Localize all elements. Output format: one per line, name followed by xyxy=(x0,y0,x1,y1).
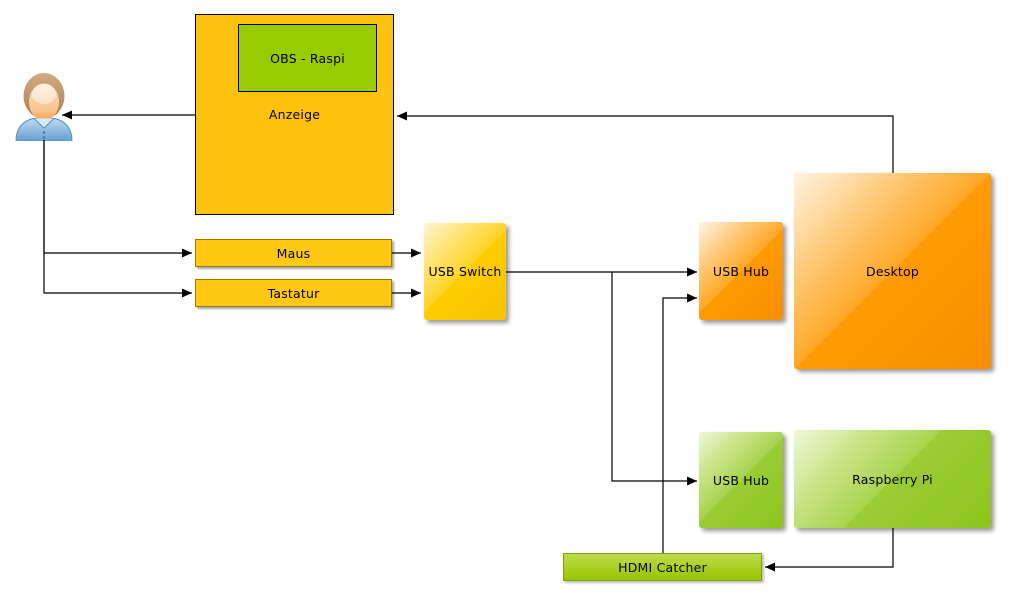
node-obs-raspi-label: OBS - Raspi xyxy=(270,50,345,66)
node-usb-hub-desktop: USB Hub xyxy=(699,222,783,320)
node-obs-raspi: OBS - Raspi xyxy=(238,24,377,92)
node-tastatur-label: Tastatur xyxy=(267,285,320,301)
edge-user-maus xyxy=(43,140,192,258)
edge-hdmicatcher-usbhub-desktop xyxy=(662,293,697,553)
user-collar xyxy=(33,118,55,129)
node-usb-switch-label: USB Switch xyxy=(428,264,502,279)
user-body xyxy=(15,118,73,141)
node-raspberry-pi: Raspberry Pi xyxy=(794,430,991,528)
user-icon xyxy=(15,73,73,141)
node-hdmi-catcher: HDMI Catcher xyxy=(563,553,762,581)
node-usb-hub-pi-label: USB Hub xyxy=(712,472,770,488)
edge-desktop-anzeige xyxy=(397,111,894,173)
node-desktop: Desktop xyxy=(794,173,991,369)
node-usb-hub-desktop-label: USB Hub xyxy=(712,263,770,279)
user-button xyxy=(42,136,46,139)
user-button xyxy=(42,131,46,134)
edge-raspberrypi-hdmicatcher xyxy=(765,528,894,572)
node-usb-hub-pi: USB Hub xyxy=(699,432,783,528)
user-face xyxy=(29,83,59,121)
node-raspberry-pi-label: Raspberry Pi xyxy=(852,471,933,487)
node-desktop-label: Desktop xyxy=(866,263,919,279)
node-maus-label: Maus xyxy=(276,245,311,261)
node-tastatur: Tastatur xyxy=(195,279,392,307)
edge-user-tastatur xyxy=(43,140,192,298)
node-maus: Maus xyxy=(195,239,392,267)
node-anzeige-label: Anzeige xyxy=(268,107,321,122)
user-face-highlight xyxy=(32,84,56,104)
node-hdmi-catcher-label: HDMI Catcher xyxy=(618,559,707,575)
node-usb-switch: USB Switch xyxy=(424,223,506,320)
edge-usbswitch-usbhub-pi xyxy=(611,272,697,486)
